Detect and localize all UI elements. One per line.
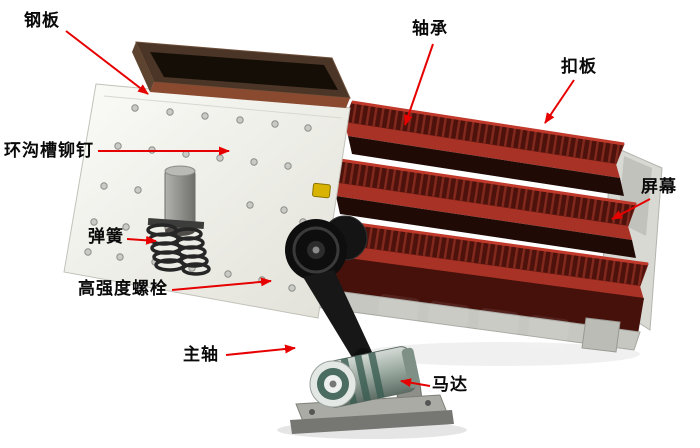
arrow-screen-mesh <box>611 198 651 220</box>
label-main-shaft: 主轴 <box>183 345 219 365</box>
springs <box>146 218 211 276</box>
label-high-strength-bolt: 高强度螺栓 <box>78 279 168 299</box>
label-buckle-plate: 扣板 <box>561 57 597 77</box>
label-spring: 弹簧 <box>88 227 124 247</box>
main-shaft-pulley <box>285 215 368 281</box>
arrow-motor <box>400 378 431 388</box>
label-ring-groove-rivet: 环沟槽铆钉 <box>4 141 94 161</box>
arrow-spring <box>126 235 157 245</box>
label-screen-mesh: 屏幕 <box>641 177 677 197</box>
callout-arrows <box>65 30 651 388</box>
label-bearing: 轴承 <box>412 19 448 39</box>
arrow-main-shaft <box>225 344 296 356</box>
bearing-block <box>312 182 331 199</box>
motor-body <box>309 346 421 408</box>
arrow-high-strength-bolt <box>171 277 272 291</box>
side-panel <box>63 83 351 319</box>
label-motor: 马达 <box>432 375 468 395</box>
arrow-bearing <box>404 43 434 126</box>
arrow-steel-plate <box>65 30 149 95</box>
screen-decks <box>319 100 649 300</box>
arrow-buckle-plate <box>544 79 575 124</box>
label-steel-plate: 钢板 <box>24 11 60 31</box>
feed-hopper <box>132 41 351 108</box>
drive-belt <box>303 270 372 364</box>
watermark <box>376 294 570 351</box>
